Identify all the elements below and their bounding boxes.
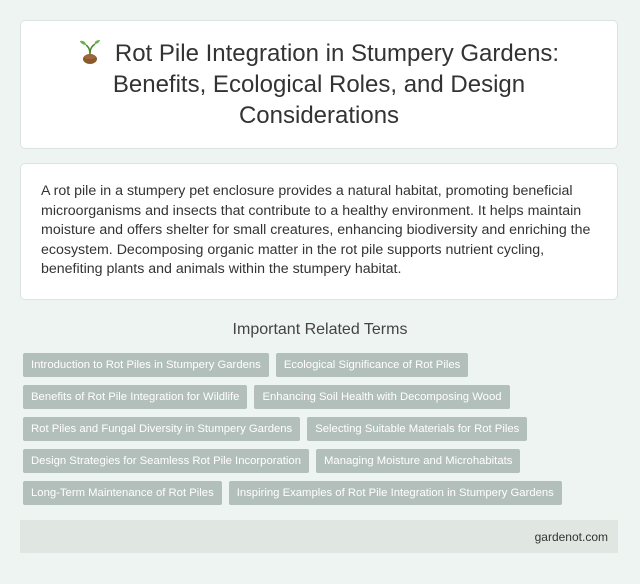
- summary-card: A rot pile in a stumpery pet enclosure p…: [20, 163, 618, 300]
- tag-row: Introduction to Rot Piles in Stumpery Ga…: [23, 353, 623, 385]
- related-term-tag[interactable]: Managing Moisture and Microhabitats: [316, 449, 521, 473]
- title-card: Rot Pile Integration in Stumpery Gardens…: [20, 20, 618, 149]
- summary-text: A rot pile in a stumpery pet enclosure p…: [41, 183, 591, 277]
- related-term-tag[interactable]: Benefits of Rot Pile Integration for Wil…: [23, 385, 248, 409]
- footer: gardenot.com: [20, 520, 618, 553]
- page-title: Rot Pile Integration in Stumpery Gardens…: [51, 38, 587, 131]
- tag-row: Benefits of Rot Pile Integration for Wil…: [23, 385, 623, 417]
- related-term-tag[interactable]: Enhancing Soil Health with Decomposing W…: [254, 385, 510, 409]
- related-term-tag[interactable]: Inspiring Examples of Rot Pile Integrati…: [228, 481, 562, 505]
- related-term-tag[interactable]: Rot Piles and Fungal Diversity in Stumpe…: [23, 417, 301, 441]
- related-term-tag[interactable]: Long-Term Maintenance of Rot Piles: [23, 481, 222, 505]
- site-link[interactable]: gardenot.com: [534, 529, 608, 544]
- related-term-tag[interactable]: Ecological Significance of Rot Piles: [275, 353, 469, 377]
- related-term-tag[interactable]: Design Strategies for Seamless Rot Pile …: [23, 449, 310, 473]
- tag-row: Long-Term Maintenance of Rot Piles Inspi…: [23, 481, 623, 513]
- related-term-tag[interactable]: Selecting Suitable Materials for Rot Pil…: [307, 417, 528, 441]
- tag-row: Design Strategies for Seamless Rot Pile …: [23, 449, 623, 481]
- sprout-icon: [79, 40, 101, 64]
- tag-row: Rot Piles and Fungal Diversity in Stumpe…: [23, 417, 623, 449]
- related-terms-heading: Important Related Terms: [232, 321, 408, 338]
- related-term-tag[interactable]: Introduction to Rot Piles in Stumpery Ga…: [23, 353, 269, 377]
- related-terms-list: Introduction to Rot Piles in Stumpery Ga…: [23, 353, 623, 513]
- page-title-text: Rot Pile Integration in Stumpery Gardens…: [112, 40, 560, 129]
